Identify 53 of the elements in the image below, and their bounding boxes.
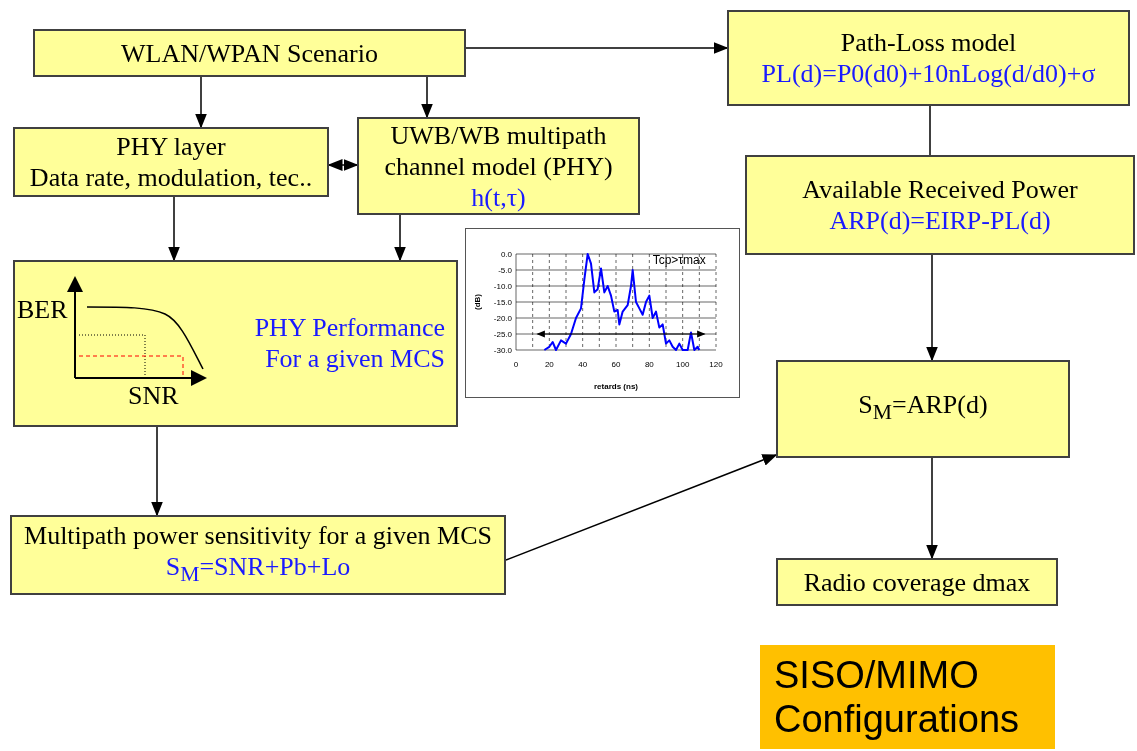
arrow — [151, 426, 163, 517]
box-text: S$_{M}$=SNR+Pb+Lo — [165, 550, 351, 589]
arrow — [168, 196, 180, 262]
y-tick-label: 0.0 — [500, 250, 512, 259]
x-axis-title: retards (ns) — [594, 382, 638, 391]
box-text: h(t,τ) — [471, 181, 526, 213]
box-text: S$_{M}$=ARP(d) — [858, 389, 988, 427]
x-tick-label: 40 — [578, 360, 588, 369]
process-box — [10, 515, 506, 595]
y-axis-title: (dB) — [473, 294, 482, 310]
y-tick-label: -20.0 — [493, 314, 512, 323]
x-tick-label: 80 — [644, 360, 654, 369]
x-tick-label: 100 — [676, 360, 690, 369]
process-box — [760, 645, 1055, 749]
process-box — [13, 260, 458, 427]
box-text: Radio coverage dmax — [803, 566, 1031, 598]
y-tick-label: -25.0 — [493, 330, 512, 339]
x-tick-label: 120 — [709, 360, 723, 369]
y-tick-label: -30.0 — [493, 346, 512, 355]
x-tick-label: 20 — [544, 360, 554, 369]
box-text: SISO/MIMO Configurations — [774, 653, 1021, 741]
process-box — [33, 29, 466, 77]
box-text: UWB/WB multipath channel model (PHY) — [383, 119, 614, 182]
process-box — [776, 558, 1058, 606]
box-text: ARP(d)=EIRP-PL(d) — [829, 205, 1051, 236]
box-text: WLAN/WPAN Scenario — [121, 37, 378, 69]
x-tick-label: 0 — [513, 360, 519, 369]
y-tick-label: -15.0 — [493, 298, 512, 307]
arrow — [394, 214, 406, 262]
arrow — [926, 254, 938, 362]
box-text: PHY layer — [116, 131, 226, 162]
arrow — [465, 42, 729, 54]
axis-label: BER — [17, 294, 68, 325]
box-text: Multipath power sensitivity for a given MCS — [24, 519, 492, 551]
arrow — [505, 454, 778, 561]
arrow — [926, 457, 938, 560]
process-box — [13, 127, 329, 197]
box-text: Path-Loss model — [840, 27, 1017, 58]
axis-label: SNR — [128, 380, 179, 411]
y-tick-label: -5.0 — [498, 266, 512, 275]
box-text: PHY Performance For a given MCS — [253, 312, 445, 374]
arrow — [195, 76, 207, 129]
y-tick-label: -10.0 — [493, 282, 512, 291]
arrow — [421, 76, 433, 119]
box-text: PL(d)=P0(d0)+10nLog(d/d0)+σ — [761, 58, 1096, 89]
x-tick-label: 60 — [611, 360, 621, 369]
annotation: Tcp>τmax — [652, 252, 706, 267]
process-box — [727, 10, 1130, 106]
process-box — [357, 117, 640, 215]
box-text: Available Received Power — [802, 174, 1078, 205]
process-box — [776, 360, 1070, 458]
box-text: Data rate, modulation, tec.. — [29, 162, 313, 193]
process-box — [745, 155, 1135, 255]
